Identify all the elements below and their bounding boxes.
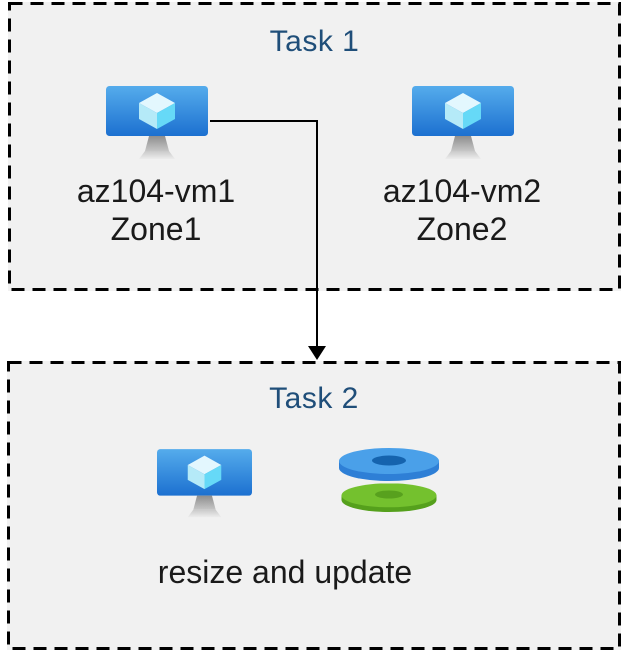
vm1-zone: Zone1 (110, 211, 202, 247)
task2-caption: resize and update (157, 554, 413, 590)
task1-title: Task 1 (269, 25, 360, 58)
arrowhead-icon (308, 346, 326, 360)
virtual-machine-icon (157, 449, 252, 518)
task2-title: Task 2 (269, 382, 359, 415)
virtual-machine-icon (106, 86, 208, 159)
virtual-machine-icon (412, 86, 514, 159)
azure-disks-icon (338, 448, 440, 512)
vm1-label: az104-vm1 Zone1 (36, 172, 276, 248)
connector-horizontal-line (210, 119, 318, 122)
vm2-name: az104-vm2 (382, 173, 542, 209)
connector-vertical-line (315, 119, 318, 347)
task1-box: Task 1 az104-vm1 Zone1 az104-vm2 (8, 2, 621, 291)
vm1-name: az104-vm1 (76, 173, 236, 209)
vm2-label: az104-vm2 Zone2 (342, 172, 582, 248)
vm2-zone: Zone2 (416, 211, 508, 247)
task2-box: Task 2 resize and update (7, 361, 621, 650)
